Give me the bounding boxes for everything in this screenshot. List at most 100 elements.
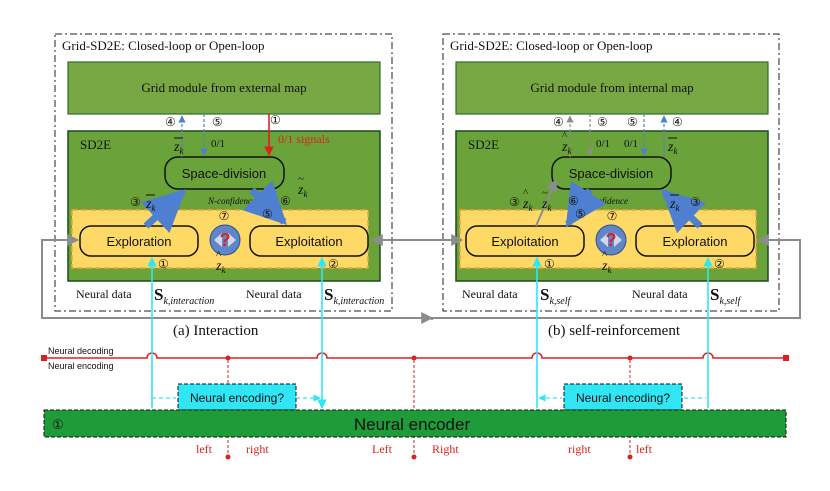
right-space-division-label: Space-division — [569, 166, 654, 181]
right-exploration-label: Exploration — [662, 234, 727, 249]
right-zbar-top: zk — [667, 140, 678, 156]
right-num-3b: ③ — [690, 195, 701, 209]
left-sd2e-label: SD2E — [80, 137, 111, 152]
left-ztilde-6: zk — [297, 183, 308, 199]
left-num-1-top: ① — [270, 113, 281, 127]
left-neural-data-2: Neural data — [246, 287, 302, 301]
left-outer-title: Grid-SD2E: Closed-loop or Open-loop — [62, 38, 265, 53]
right-num-5-mid: ⑤ — [575, 207, 586, 221]
right-s-2: Sk,self — [710, 285, 742, 307]
right-ztilde: zk — [541, 197, 552, 213]
left-exploitation-label: Exploitation — [275, 234, 342, 249]
right-neural-data-1: Neural data — [462, 287, 518, 301]
right-sd2e-label: SD2E — [468, 137, 499, 152]
left-exploration-label: Exploration — [106, 234, 171, 249]
right-s-1: Sk,self — [540, 285, 572, 307]
svg-text:?: ? — [606, 230, 617, 250]
svg-text:^: ^ — [562, 130, 568, 142]
left-grid-module-label: Grid module from external map — [141, 80, 306, 95]
left-zbar-top: zk — [173, 140, 184, 156]
left-space-division-label: Space-division — [182, 166, 267, 181]
gray-link-right — [432, 234, 801, 319]
left-num-5-mid: ⑤ — [262, 207, 273, 221]
left-num-7: ⑦ — [219, 209, 230, 223]
right-num-5b: ⑤ — [627, 115, 638, 129]
encoding-question-left — [177, 383, 297, 411]
right-num-1-bottom: ① — [544, 257, 555, 271]
left-panel: Grid-SD2E: Closed-loop or Open-loop Grid… — [54, 33, 393, 339]
neural-encoder-bar — [43, 409, 787, 438]
svg-text:^: ^ — [523, 187, 529, 199]
left-num-4: ④ — [165, 115, 176, 129]
left-exploitation-box — [249, 225, 369, 257]
left-num-5-top: ⑤ — [212, 115, 223, 129]
svg-text:?: ? — [220, 230, 231, 250]
cyan-arrows — [147, 257, 713, 409]
left-grid-module — [67, 61, 381, 115]
label-right-1: right — [246, 442, 269, 456]
left-caption: (a) Interaction — [173, 323, 259, 339]
left-s-1: Sk,interaction — [154, 285, 214, 307]
label-left-1: left — [196, 442, 213, 456]
right-grid-module-label: Grid module from internal map — [530, 80, 693, 95]
right-panel: Grid-SD2E: Closed-loop or Open-loop Grid… — [442, 33, 780, 339]
right-exploitation-box — [465, 225, 585, 257]
label-right-2: right — [568, 442, 591, 456]
left-confidence-icon: ? — [209, 224, 241, 256]
left-outer-frame — [54, 33, 393, 312]
label-left-cap: Left — [372, 442, 393, 456]
neural-encoder-num: ① — [52, 417, 64, 432]
left-num-3: ③ — [130, 195, 141, 209]
left-zbar-3: zk — [145, 197, 156, 213]
left-neural-data-1: Neural data — [76, 287, 132, 301]
left-n-confidence-label: N-confidence — [207, 196, 256, 206]
right-zhat-bottom: zk — [601, 259, 612, 275]
svg-text:~: ~ — [298, 173, 304, 185]
right-thick-arrow-3 — [660, 189, 706, 234]
right-zero-one-a: 0/1 — [596, 138, 610, 150]
left-exploration-box — [79, 225, 199, 257]
left-num-2-bottom: ② — [328, 257, 339, 271]
svg-text:~: ~ — [542, 187, 548, 199]
right-num-2-bottom: ② — [714, 257, 725, 271]
right-num-4b: ④ — [672, 115, 683, 129]
left-thick-arrow-6 — [242, 180, 287, 225]
right-exploitation-label: Exploitation — [491, 234, 558, 249]
neural-encoding-label: Neural encoding — [48, 361, 114, 371]
left-thick-arrow-3 — [140, 189, 187, 234]
right-neural-data-2: Neural data — [632, 287, 688, 301]
left-s-2: Sk,interaction — [324, 285, 384, 307]
encoding-question-right-label: Neural encoding? — [576, 391, 670, 405]
neural-decoding-label: Neural decoding — [48, 346, 114, 356]
right-zhat-3: zk — [522, 197, 533, 213]
left-zhat: zk — [215, 259, 226, 275]
left-num-6: ⑥ — [280, 194, 291, 208]
left-signal-label: 0/1 signals — [278, 132, 330, 146]
encoding-question-left-label: Neural encoding? — [190, 391, 284, 405]
encoding-question-right — [563, 383, 683, 411]
gray-connectors — [41, 234, 801, 324]
right-grid-module — [455, 61, 769, 115]
svg-text:^: ^ — [216, 249, 222, 261]
left-num-1-bottom: ① — [158, 257, 169, 271]
right-caption: (b) self-reinforcement — [548, 323, 681, 339]
left-zero-one: 0/1 — [211, 138, 225, 150]
label-right-cap: Right — [432, 442, 459, 456]
right-num-4a: ④ — [553, 115, 564, 129]
right-zbar-3: zk — [669, 197, 680, 213]
right-thick-arrow-6 — [565, 180, 607, 228]
right-gray-arrow-3 — [535, 178, 558, 227]
right-num-3a: ③ — [509, 195, 520, 209]
right-outer-frame — [442, 33, 780, 312]
svg-text:^: ^ — [602, 249, 608, 261]
right-num-6: ⑥ — [568, 194, 579, 208]
right-zero-one-b: 0/1 — [624, 138, 638, 150]
right-num-7: ⑦ — [607, 209, 618, 223]
neural-encoder-label: Neural encoder — [354, 415, 471, 434]
right-confidence-icon: ? — [595, 224, 627, 256]
decoding-line: Neural decoding Neural encoding — [41, 346, 789, 371]
right-outer-title: Grid-SD2E: Closed-loop or Open-loop — [450, 38, 653, 53]
right-zhat-top: zk — [561, 140, 572, 156]
label-left-2: left — [636, 442, 653, 456]
